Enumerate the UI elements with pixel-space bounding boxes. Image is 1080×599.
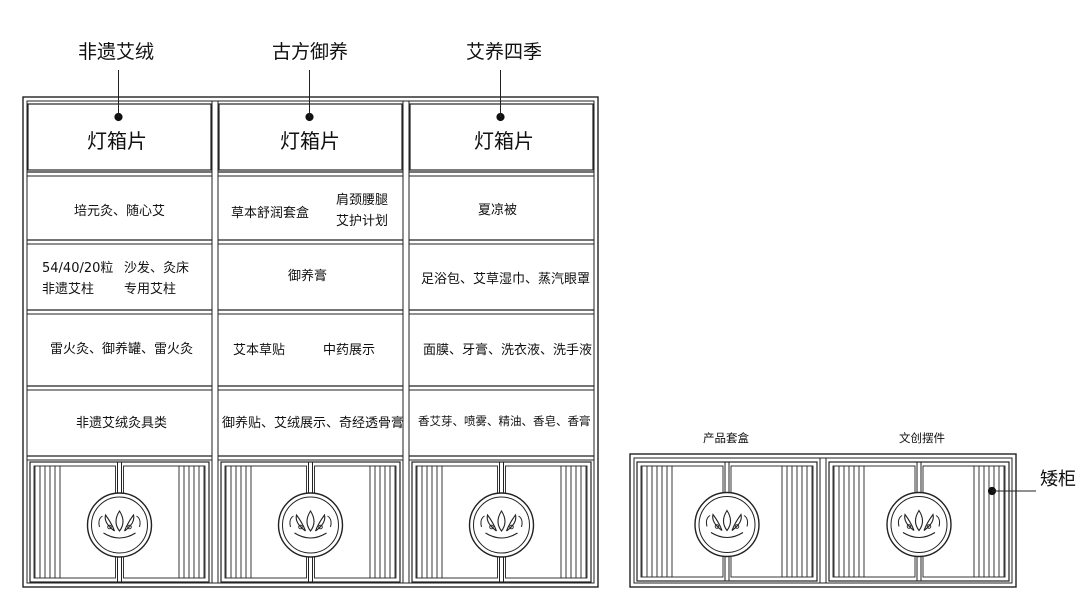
cabinet-1-medallion-outer [86, 492, 153, 558]
cabinet-1-shelf-2-col1-line2: 非遗艾柱 [42, 282, 95, 297]
cabinet-1-lotus-dot-left [107, 524, 112, 530]
cabinet-2-lotus-right-curl [327, 515, 332, 528]
cabinet-1-lotus-left-curl [98, 515, 103, 528]
cabinet-2-lotus-base [294, 532, 327, 539]
low-cabinet-2-lotus-right-curl [935, 515, 941, 527]
cabinet-2-lightbox-panel [218, 103, 403, 171]
cabinet-3-shelf-2-label: 足浴包、艾草湿巾、蒸汽眼罩 [421, 272, 591, 287]
low-cabinet-1-lotus-dot-left [714, 524, 720, 529]
cabinet-2-lotus-right-petal [314, 513, 326, 532]
cabinet-3-lotus-dot-left [489, 524, 494, 530]
cabinet-1-lightbox-label: 灯箱片 [87, 129, 147, 153]
low-cabinet-2-lotus-dot-right [926, 524, 932, 529]
low-cabinet-1-lotus-right-curl [743, 515, 749, 527]
cabinet-3-shelf-1-label: 夏凉被 [478, 203, 518, 218]
cabinet-2-shelf-4-label: 御养贴、艾绒展示、奇经透骨膏 [222, 416, 405, 431]
cabinet-1-lotus-base [103, 532, 136, 539]
low-cabinet-1-medallion-inner [698, 496, 756, 553]
cabinet-2-shelf-1-col1: 草本舒润套盒 [231, 206, 310, 221]
cabinet-3-medallion-inner [473, 496, 530, 554]
low-cabinet-inner-frame [633, 457, 1013, 584]
cabinet-2-door-frame [220, 461, 401, 583]
low-cabinet-2-lotus-dot-left [906, 524, 912, 529]
cabinet-1-lotus-right-curl [136, 515, 141, 528]
cabinet-1-shelf-3-label: 雷火灸、御养罐、雷火灸 [50, 342, 194, 357]
low-cabinet-1-lotus-center-petal [722, 509, 732, 532]
cabinet-1-shelf-2-col2-line1: 沙发、灸床 [124, 261, 190, 276]
cabinet-1-lightbox-panel [27, 103, 212, 171]
cabinet-1-lotus-left-petal [104, 513, 116, 532]
low-cabinet-2-lotus-center-petal [914, 509, 924, 532]
cabinet-1-shelf-4-label: 非遗艾绒灸具类 [76, 416, 168, 431]
cabinet-3-lotus-right-curl [518, 515, 523, 528]
cabinet-3-shelf-4-label: 香艾芽、喷雾、精油、香皂、香膏 [418, 414, 591, 428]
cabinet-3-lotus-left-curl [480, 515, 485, 528]
cabinet-3-lightbox-label: 灯箱片 [474, 129, 534, 153]
cabinet-2-lotus-left-curl [289, 515, 294, 528]
low-cabinet-tag: 矮柜 [1040, 469, 1076, 490]
low-cabinet-2-lotus-right-petal [923, 513, 934, 531]
cabinet-2-shelf-3-col1: 艾本草贴 [233, 343, 286, 358]
low-cabinet-1-medallion-outer [694, 491, 760, 558]
low-cabinet-outer-frame [629, 453, 1017, 588]
cabinet-3-title: 艾养四季 [466, 41, 543, 63]
cabinet-2-lightbox-label: 灯箱片 [280, 129, 340, 153]
low-cabinet-1-lotus-left-curl [705, 515, 711, 527]
cabinet-2-shelf-3-col2: 中药展示 [323, 343, 376, 358]
cabinet-3-lotus-left-petal [486, 513, 498, 532]
cabinet-2-lotus-dot-left [298, 524, 303, 530]
cabinet-1-door-frame [29, 461, 210, 583]
low-cabinet-2-lotus-left-curl [897, 515, 903, 527]
low-cabinet-1-lotus-left-petal [712, 513, 723, 531]
cabinet-2-shelf-1-col2-line1: 肩颈腰腿 [336, 193, 389, 208]
tall-cabinets-inner-frame [26, 100, 595, 584]
cabinet-1-medallion-inner [91, 496, 148, 554]
cabinet-2-medallion-outer [277, 492, 344, 558]
low-cabinet-1-door-frame [636, 461, 818, 582]
cabinet-1-shelf-1-label: 培元灸、随心艾 [74, 204, 166, 219]
cabinet-3-medallion-outer [468, 492, 535, 558]
cabinet-3-lotus-base [485, 532, 518, 539]
cabinet-3-lotus-dot-right [509, 524, 514, 530]
cabinet-2-medallion-inner [282, 496, 339, 554]
cabinet-1-shelf-2-col2-line2: 专用艾柱 [124, 282, 177, 297]
tall-cabinets-outer-frame [22, 96, 599, 588]
cabinet-3-door-frame [411, 461, 592, 583]
cabinet-1-lotus-dot-right [127, 524, 132, 530]
low-cabinet-1-lotus-dot-right [734, 524, 740, 529]
cabinet-1-shelf-2-col1-line1: 54/40/20粒 [42, 261, 114, 276]
low-cabinet-1-lotus-right-petal [731, 513, 742, 531]
cabinet-1-title: 非遗艾绒 [78, 41, 155, 63]
cabinet-2-title: 古方御养 [272, 41, 349, 63]
low-cabinet-section-2-title: 文创摆件 [899, 431, 945, 445]
cabinet-2-shelf-1-col2-line2: 艾护计划 [336, 214, 389, 229]
cabinet-1-lotus-center-petal [115, 509, 124, 532]
low-cabinet-2-door-frame [828, 461, 1010, 582]
low-cabinet-1-lotus-base [710, 532, 744, 539]
low-cabinet-2-lotus-base [902, 532, 936, 539]
cabinet-2-lotus-center-petal [306, 509, 315, 532]
cabinet-3-lotus-center-petal [497, 509, 506, 532]
low-cabinet-section-1-title: 产品套盒 [703, 431, 749, 445]
cabinet-3-shelf-3-label: 面膜、牙膏、洗衣液、洗手液 [423, 343, 593, 358]
low-cabinet-2-medallion-outer [886, 491, 952, 558]
cabinet-3-lotus-right-petal [505, 513, 517, 532]
cabinet-1-lotus-right-petal [123, 513, 135, 532]
cabinet-2-lotus-dot-right [318, 524, 323, 530]
low-cabinet-2-medallion-inner [890, 496, 948, 553]
cabinet-3-lightbox-panel [409, 103, 594, 171]
low-cabinet-2-lotus-left-petal [904, 513, 915, 531]
cabinet-2-shelf-2-label: 御养膏 [288, 269, 328, 284]
cabinet-2-lotus-left-petal [295, 513, 307, 532]
